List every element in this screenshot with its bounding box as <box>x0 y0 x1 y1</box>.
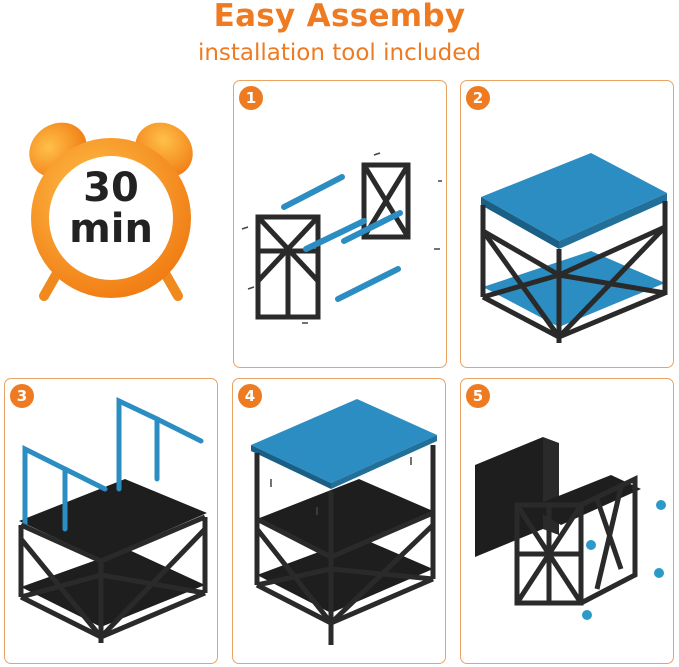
step-2-panel: 2 <box>460 80 674 368</box>
side-frame-attach-illustration <box>18 397 208 643</box>
page-subtitle: installation tool included <box>197 40 482 66</box>
page-title: Easy Assemby <box>213 0 466 34</box>
clock-unit: min <box>69 206 153 252</box>
step-1-panel: 1 <box>233 80 447 368</box>
flipped-table-wheels-illustration <box>475 437 666 620</box>
step-2-badge: 2 <box>466 86 490 110</box>
step-5-badge: 5 <box>466 384 490 408</box>
step-1-badge: 1 <box>239 86 263 110</box>
exploded-frame-illustration <box>241 152 442 324</box>
clock-number: 30 <box>83 165 139 211</box>
step-3-panel: 3 <box>4 378 218 664</box>
step-4-badge: 4 <box>238 384 262 408</box>
step-5-panel: 5 <box>460 378 674 664</box>
top-board-install-illustration <box>251 399 437 645</box>
step-4-panel: 4 <box>232 378 446 664</box>
alarm-clock-icon <box>29 122 193 301</box>
assembled-table-illustration <box>480 153 668 343</box>
step-3-badge: 3 <box>10 384 34 408</box>
